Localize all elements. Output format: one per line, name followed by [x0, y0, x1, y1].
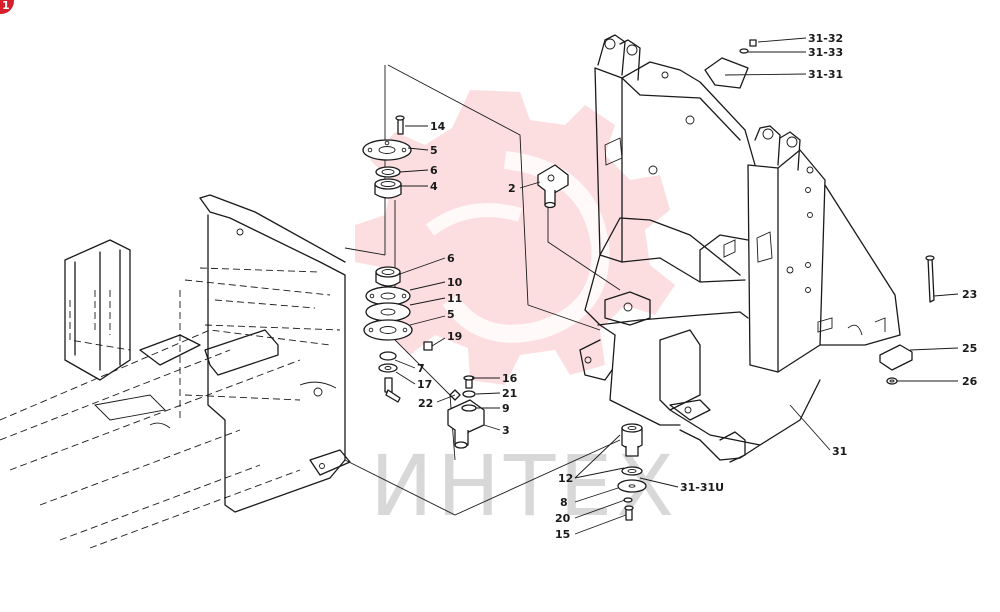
- callout-26: 26: [962, 375, 978, 388]
- callout-6-lower: 6: [447, 252, 455, 265]
- pin-bracket-3: [447, 375, 485, 449]
- lower-bearing-stack: [363, 266, 433, 403]
- corner-badge-label: 1: [2, 0, 10, 12]
- callout-25: 25: [962, 342, 977, 355]
- callout-11: 11: [447, 292, 462, 305]
- callout-31-31: 31-31: [808, 68, 843, 81]
- chassis-frame-dashed: [0, 267, 341, 549]
- callout-22: 22: [418, 397, 433, 410]
- callout-31-31u: 31-31U: [680, 481, 724, 494]
- callout-7: 7: [417, 362, 425, 375]
- callout-14: 14: [430, 120, 446, 133]
- lower-pivot-stack: [617, 423, 647, 521]
- right-hardware: [879, 255, 935, 385]
- callout-3: 3: [502, 424, 510, 437]
- callout-16: 16: [502, 372, 518, 385]
- callout-31-32: 31-32: [808, 32, 843, 45]
- callout-12: 12: [558, 472, 573, 485]
- upper-bearing-stack: [362, 115, 412, 199]
- pin-bracket-2: [537, 164, 569, 209]
- callout-9: 9: [502, 402, 510, 415]
- callout-8: 8: [560, 496, 568, 509]
- callout-31: 31: [832, 445, 847, 458]
- callout-5-lower: 5: [447, 308, 455, 321]
- callout-15: 15: [555, 528, 570, 541]
- callout-21: 21: [502, 387, 517, 400]
- leader-lines: [394, 37, 959, 535]
- callout-labels: 31-32 31-33 31-31 14 5 6 4 2 6 10 11 5 1…: [417, 32, 978, 541]
- callout-4: 4: [430, 180, 438, 193]
- callout-17: 17: [417, 378, 432, 391]
- callout-31-33: 31-33: [808, 46, 843, 59]
- callout-23: 23: [962, 288, 977, 301]
- callout-2: 2: [508, 182, 516, 195]
- callout-19: 19: [447, 330, 462, 343]
- main-frame-31: [579, 34, 901, 463]
- callout-6-upper: 6: [430, 164, 438, 177]
- callout-5-upper: 5: [430, 144, 438, 157]
- callout-20: 20: [555, 512, 571, 525]
- left-housing: [64, 194, 351, 513]
- callout-10: 10: [447, 276, 463, 289]
